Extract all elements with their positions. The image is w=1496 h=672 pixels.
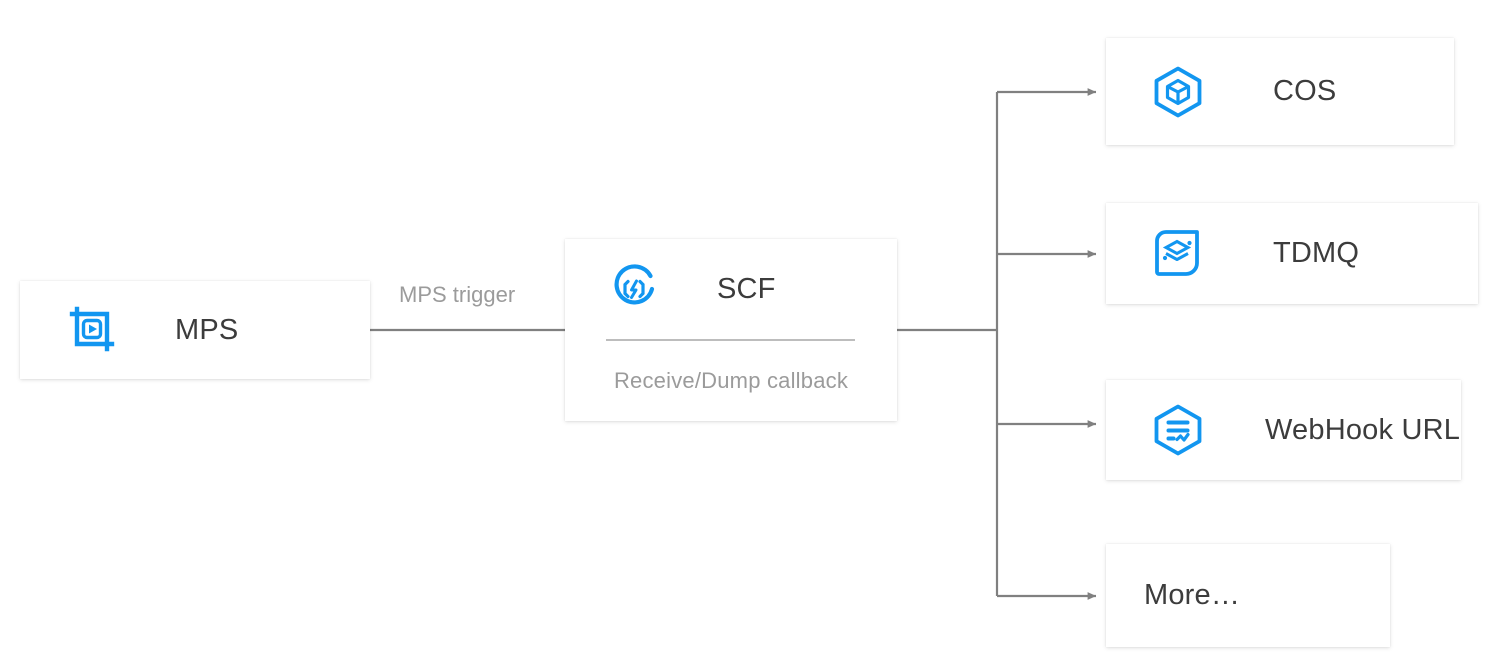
node-more[interactable]: More… xyxy=(1106,544,1390,647)
mps-video-crop-icon xyxy=(64,302,120,358)
node-webhook[interactable]: WebHook URL xyxy=(1106,380,1461,480)
node-tdmq-label: TDMQ xyxy=(1273,237,1360,269)
node-mps[interactable]: MPS xyxy=(20,281,370,379)
node-scf[interactable]: SCF Receive/Dump callback xyxy=(565,239,897,421)
node-scf-header: SCF xyxy=(565,239,897,339)
node-tdmq[interactable]: TDMQ xyxy=(1106,203,1478,304)
node-mps-label: MPS xyxy=(175,313,239,346)
node-scf-label: SCF xyxy=(717,272,776,305)
node-scf-subtitle: Receive/Dump callback xyxy=(613,368,849,393)
cos-cube-hexagon-icon xyxy=(1149,63,1207,121)
edge-label-mps-trigger: MPS trigger xyxy=(399,282,516,307)
scf-divider xyxy=(606,339,855,341)
webhook-document-check-icon xyxy=(1149,401,1207,459)
node-cos[interactable]: COS xyxy=(1106,38,1454,145)
scf-function-icon xyxy=(605,260,663,318)
node-webhook-label: WebHook URL xyxy=(1265,413,1461,446)
node-more-label: More… xyxy=(1144,579,1241,611)
node-cos-label: COS xyxy=(1273,75,1337,107)
tdmq-layers-icon xyxy=(1149,225,1207,283)
